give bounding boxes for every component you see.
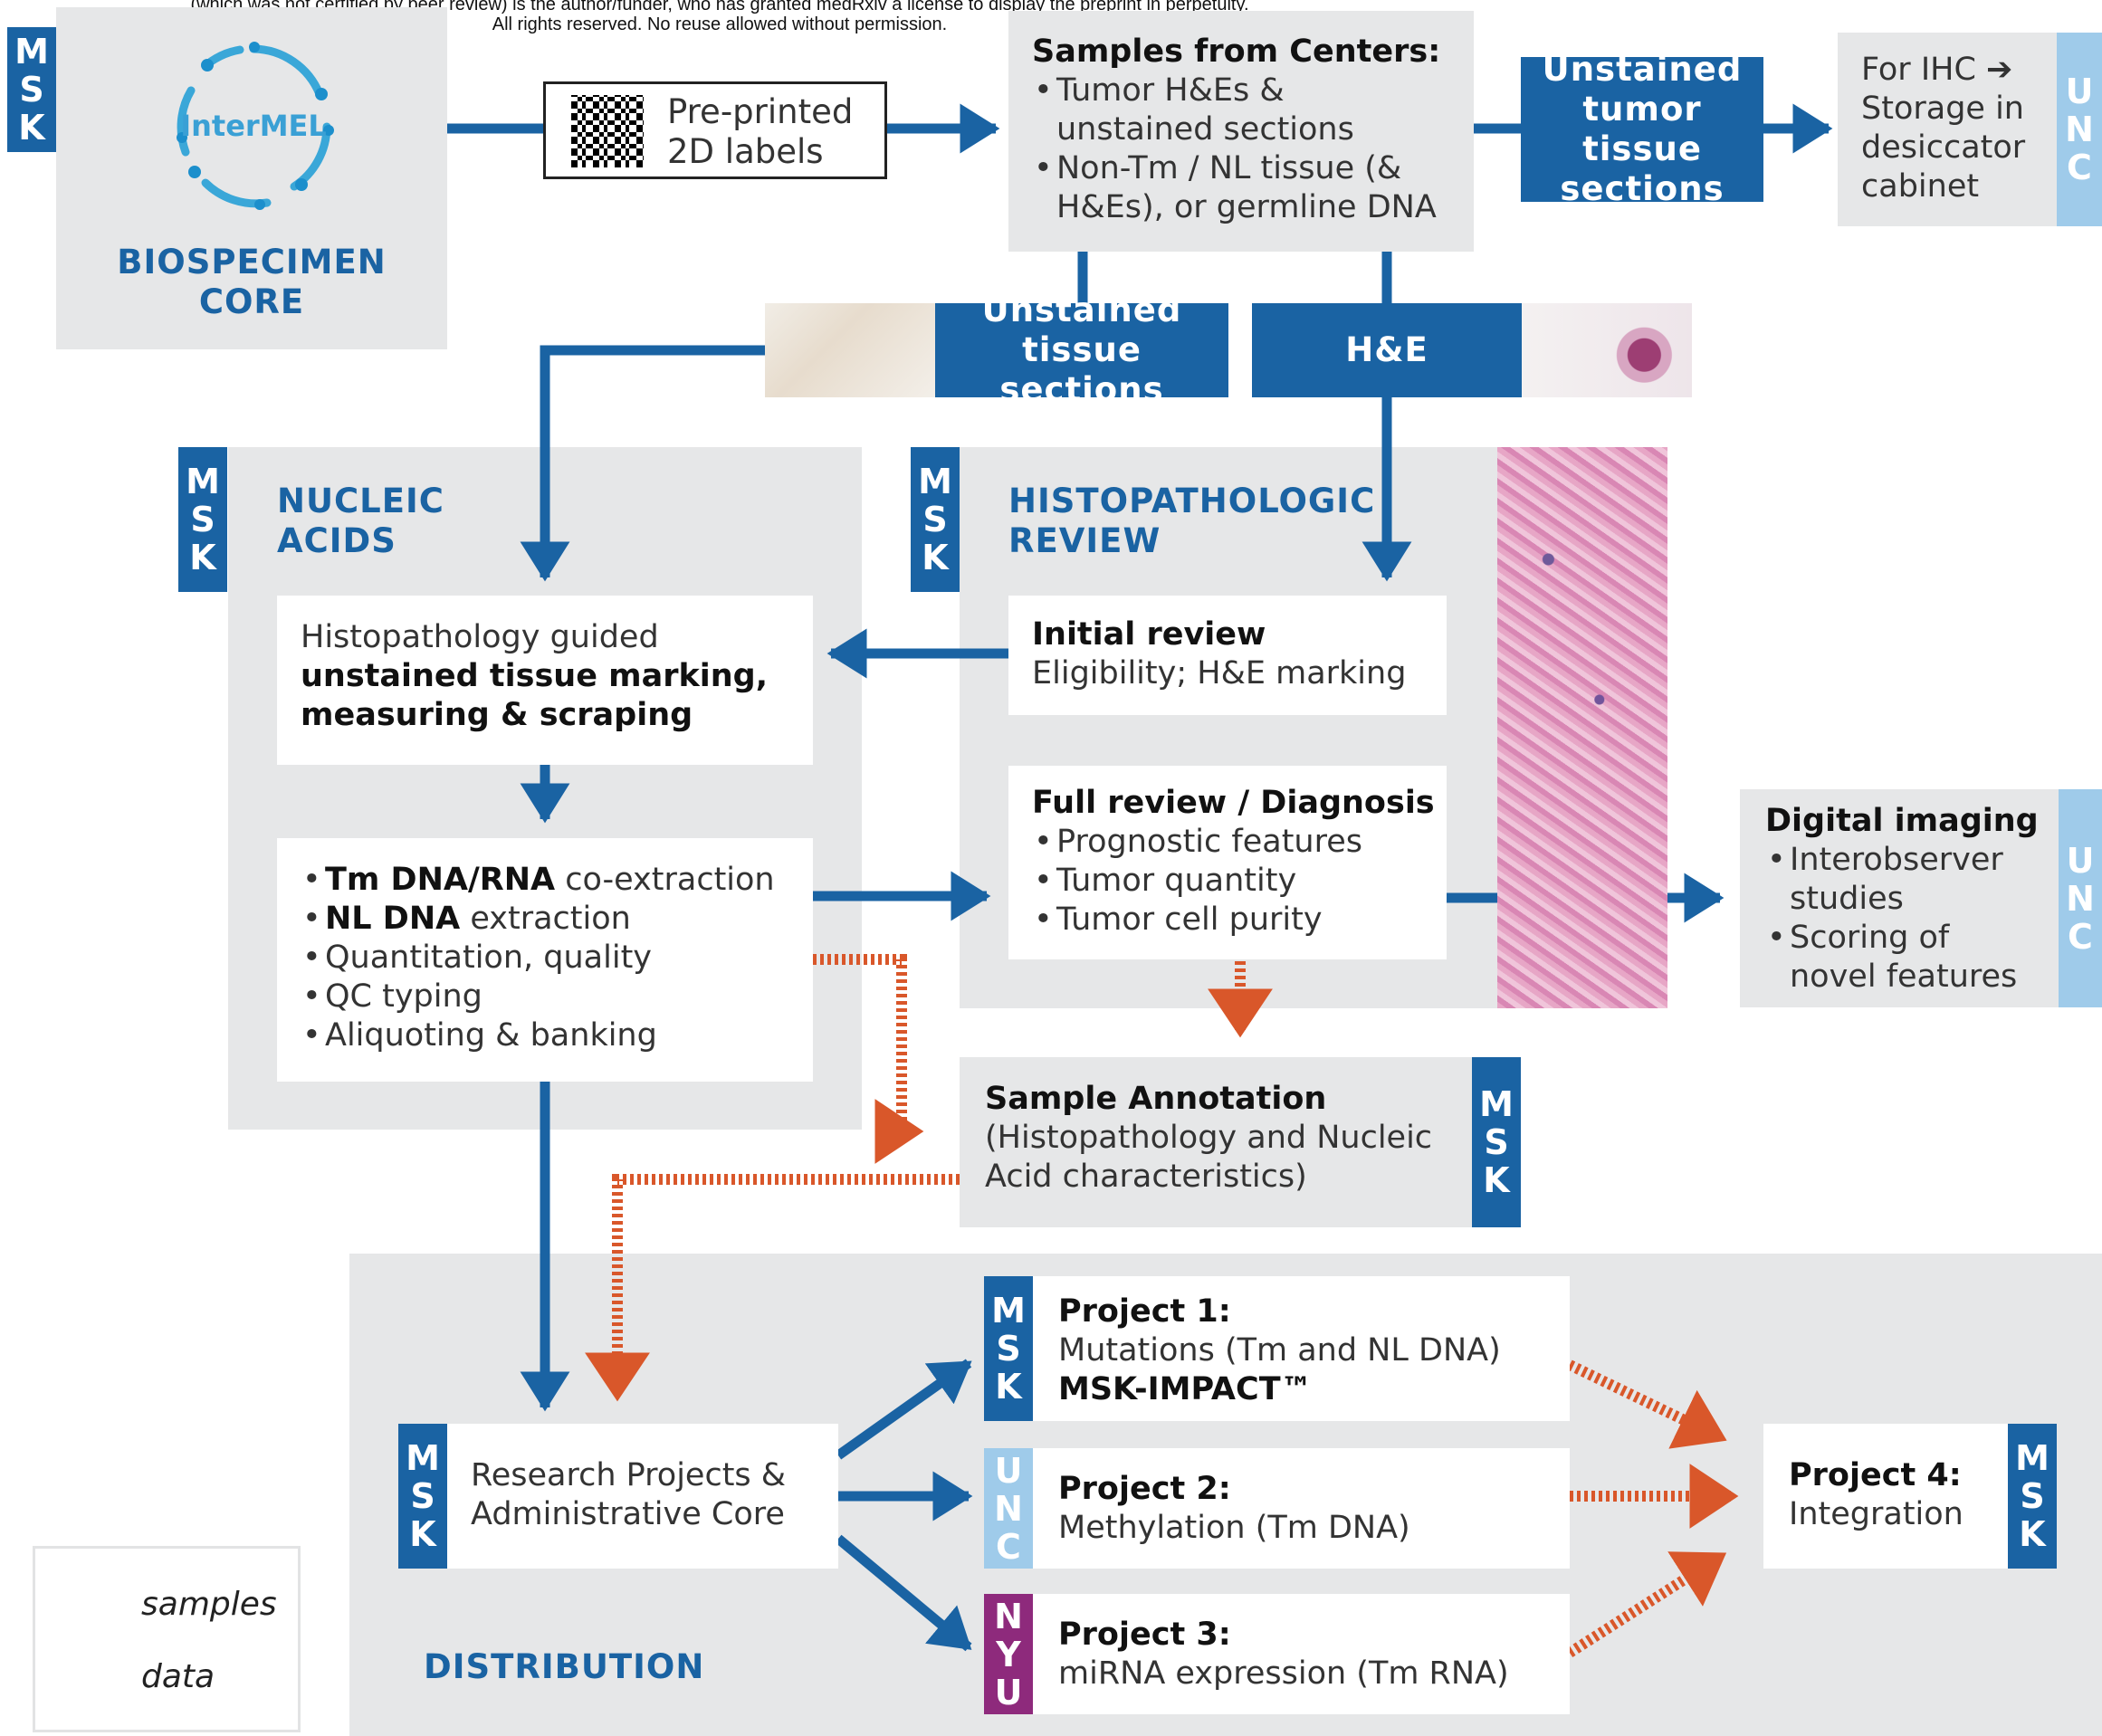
marking-line-3: measuring & scraping (301, 697, 693, 733)
full-review-title: Full review / Diagnosis (1032, 785, 1435, 821)
header-line-2: All rights reserved. No reuse allowed wi… (492, 14, 948, 34)
initial-review-text: Eligibility; H&E marking (1032, 655, 1407, 692)
labels-line-2: 2D labels (667, 132, 824, 171)
full-review-box: Full review / Diagnosis Prognostic featu… (1008, 766, 1447, 959)
research-line-2: Administrative Core (471, 1496, 785, 1532)
annotation-line-3: Acid characteristics) (985, 1159, 1307, 1195)
marking-line-2: unstained tissue marking, (301, 658, 769, 694)
project-4-box: Project 4: Integration (1763, 1424, 2008, 1569)
initial-review-title: Initial review (1032, 616, 1266, 653)
project-3-box: Project 3: miRNA expression (Tm RNA) (1033, 1594, 1570, 1714)
unstained-tissue-image (765, 303, 935, 397)
preprinted-labels-box: Pre-printed 2D labels (543, 81, 887, 179)
samples-from-centers-box: Samples from Centers: Tumor H&Es &unstai… (1008, 11, 1474, 252)
ihc-line-1: For IHC ➔ (1861, 52, 2013, 88)
project-3-line-2: miRNA expression (Tm RNA) (1058, 1655, 1509, 1692)
research-line-1: Research Projects & (471, 1457, 787, 1493)
extraction-bullet-1: Tm DNA/RNA co-extraction (301, 861, 813, 900)
research-core-box: Research Projects & Administrative Core (447, 1424, 838, 1569)
arrow-research-to-p3 (835, 1534, 972, 1652)
extraction-bullet-5: Aliquoting & banking (301, 1016, 813, 1055)
biospecimen-core-panel (56, 7, 447, 349)
data-extraction-to-annotation (813, 954, 924, 1164)
barcode-icon (571, 95, 644, 167)
samples-title: Samples from Centers: (1032, 33, 1441, 70)
logo-text: InterMEL (180, 109, 327, 143)
biospecimen-core-title: BIOSPECIMEN CORE (56, 243, 447, 322)
header-line-1: (which was not certified by peer review)… (190, 0, 1249, 14)
digital-imaging-title: Digital imaging (1765, 803, 2039, 839)
data-p3-to-p4 (1566, 1551, 1727, 1658)
project-2-line-2: Methylation (Tm DNA) (1058, 1510, 1410, 1546)
ihc-storage-box: For IHC ➔ Storage in desiccator cabinet (1838, 33, 2057, 226)
ihc-line-2: Storage in (1861, 91, 2024, 127)
intermel-logo: InterMEL (167, 36, 339, 217)
extraction-bullet-3: Quantitation, quality (301, 939, 813, 978)
extraction-bullet-4: QC typing (301, 978, 813, 1016)
marking-line-1: Histopathology guided (301, 619, 659, 655)
ihc-line-3: desiccator (1861, 129, 2026, 166)
histology-image (1497, 447, 1667, 1008)
extraction-bullet-2: NL DNA extraction (301, 900, 813, 939)
full-review-bullet-2: Tumor quantity (1032, 862, 1447, 901)
arrow-research-to-p1 (835, 1359, 972, 1460)
tissue-marking-box: Histopathology guided unstained tissue m… (277, 596, 813, 765)
labels-text: Pre-printed 2D labels (667, 92, 853, 172)
data-p1-to-p4 (1567, 1359, 1727, 1449)
sample-annotation-box: Sample Annotation (Histopathology and Nu… (960, 1057, 1472, 1227)
project-1-line-3: MSK-IMPACT™ (1058, 1371, 1313, 1407)
ihc-line-4: cabinet (1861, 168, 1980, 205)
intermel-ring-icon (177, 42, 334, 210)
labels-line-1: Pre-printed (667, 92, 854, 131)
core-label-line-2: CORE (198, 282, 305, 321)
project-4-line-2: Integration (1789, 1496, 1963, 1532)
initial-review-box: Initial review Eligibility; H&E marking (1008, 596, 1447, 715)
he-slide-image (1522, 303, 1692, 397)
annotation-line-2: (Histopathology and Nucleic (985, 1120, 1433, 1156)
samples-bullet-1: Tumor H&Es &unstained sections (1032, 72, 1474, 149)
full-review-bullet-1: Prognostic features (1032, 823, 1447, 862)
legend-samples-label: samples (141, 1586, 277, 1623)
project-1-title: Project 1: (1058, 1293, 1231, 1330)
full-review-bullet-3: Tumor cell purity (1032, 901, 1447, 940)
data-annotation-to-research (585, 1174, 960, 1402)
project-1-box: Project 1: Mutations (Tm and NL DNA) MSK… (1033, 1276, 1570, 1421)
project-2-box: Project 2: Methylation (Tm DNA) (1033, 1448, 1570, 1569)
core-label-line-1: BIOSPECIMEN (117, 243, 387, 281)
samples-bullet-2: Non-Tm / NL tissue (&H&Es), or germline … (1032, 149, 1474, 227)
project-3-title: Project 3: (1058, 1617, 1231, 1653)
project-1-line-2: Mutations (Tm and NL DNA) (1058, 1332, 1501, 1369)
he-box: H&E (1252, 303, 1522, 397)
annotation-title: Sample Annotation (985, 1081, 1327, 1117)
legend-box (33, 1546, 301, 1732)
project-4-title: Project 4: (1789, 1457, 1962, 1493)
project-2-title: Project 2: (1058, 1471, 1231, 1507)
legend-data-label: data (141, 1658, 215, 1695)
distribution-title: DISTRIBUTION (424, 1647, 705, 1686)
extraction-box: Tm DNA/RNA co-extraction NL DNA extracti… (277, 838, 813, 1082)
arrow-unstained-to-marking (520, 345, 765, 582)
